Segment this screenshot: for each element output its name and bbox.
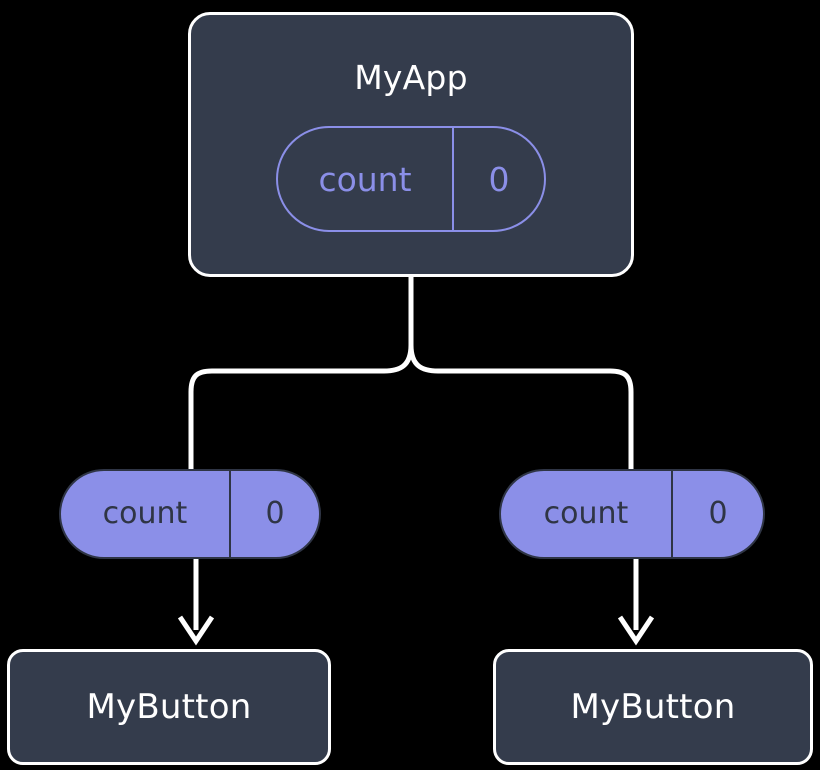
connector-branch-right	[408, 344, 634, 470]
component-label-myapp: MyApp	[354, 58, 468, 97]
state-pill-right[interactable]: count 0	[499, 469, 765, 559]
component-box-mybutton-right[interactable]: MyButton	[493, 649, 813, 765]
state-pill-left-key: count	[61, 471, 231, 557]
state-pill-right-value: 0	[708, 496, 728, 531]
arrow-right-head	[617, 615, 655, 646]
state-pill-left-value: 0	[265, 496, 285, 531]
connector-branch-left	[188, 344, 414, 470]
component-box-mybutton-left[interactable]: MyButton	[7, 649, 331, 765]
component-label-mybutton-right: MyButton	[570, 687, 736, 727]
state-pill-root-key: count	[278, 128, 454, 230]
arrow-left-head	[177, 615, 215, 646]
component-label-mybutton-left: MyButton	[86, 687, 252, 727]
state-pill-left[interactable]: count 0	[59, 469, 321, 559]
state-pill-root-value: 0	[488, 159, 510, 199]
state-pill-root[interactable]: count 0	[276, 126, 546, 232]
state-pill-right-key: count	[501, 471, 673, 557]
